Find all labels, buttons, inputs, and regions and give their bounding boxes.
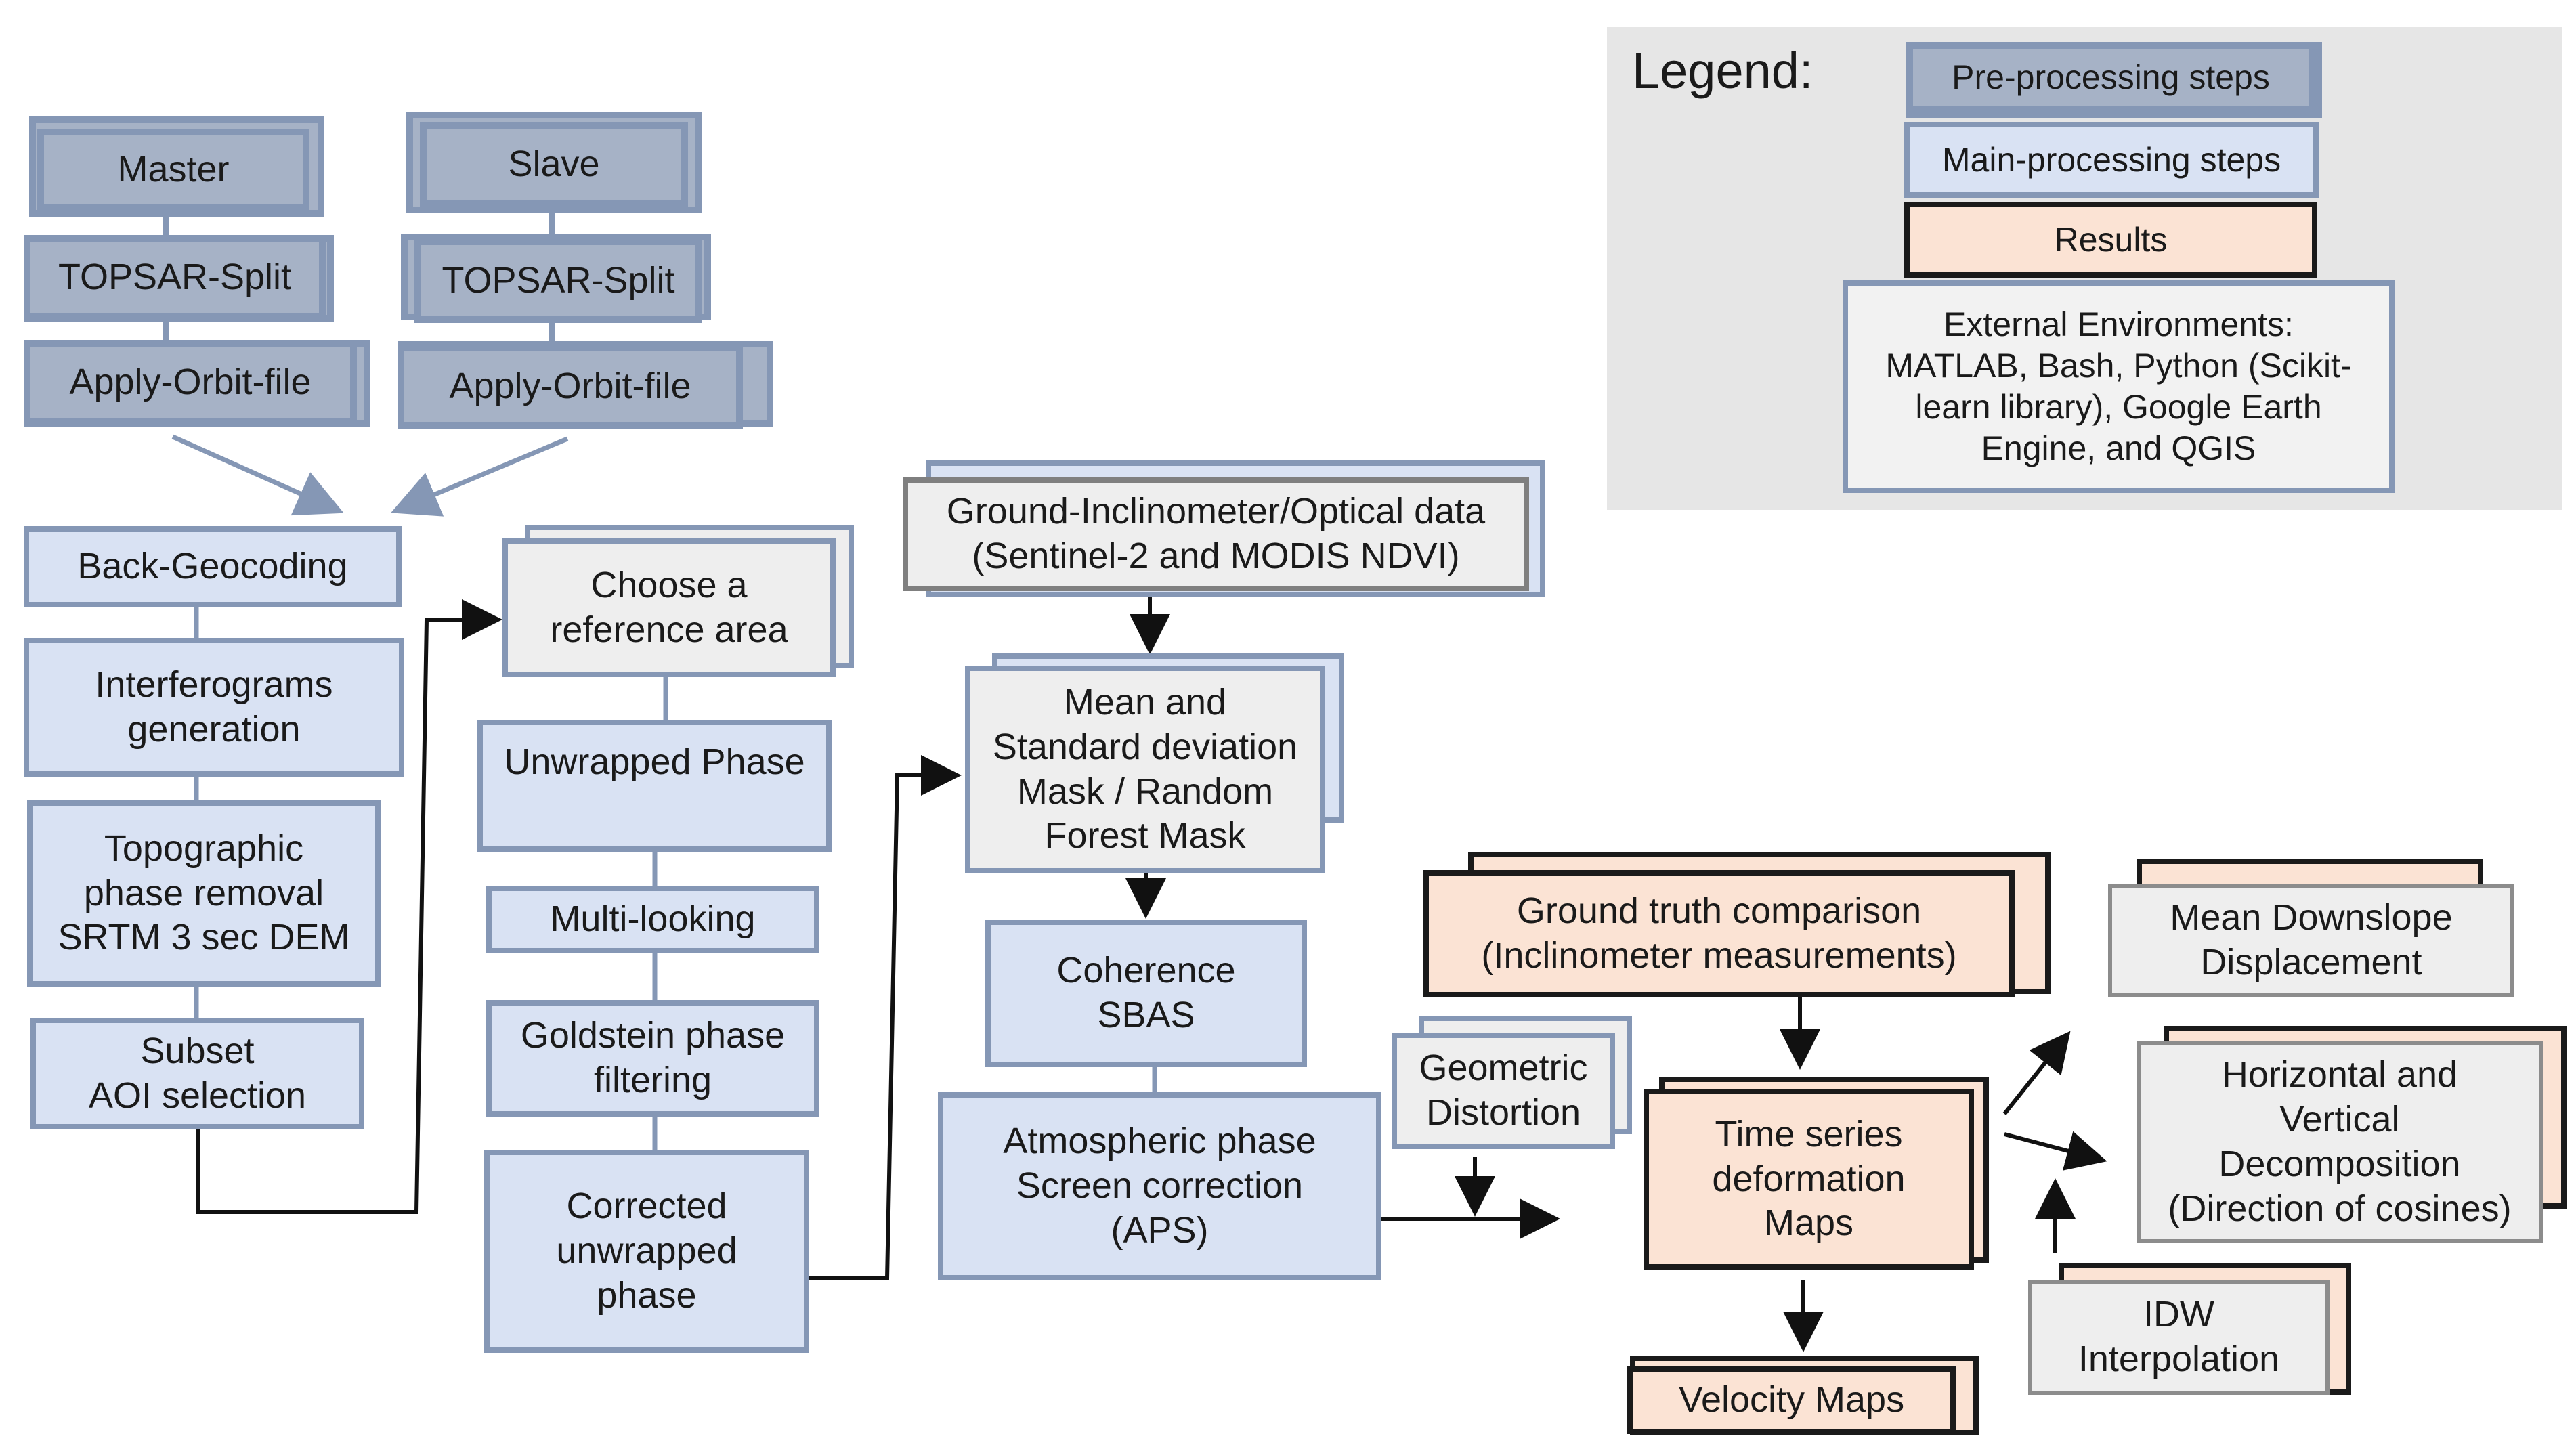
reference-area-box: Choose a reference area: [502, 538, 836, 677]
topsar-split-left-box: TOPSAR-Split: [24, 235, 326, 320]
multi-looking-box: Multi-looking: [486, 886, 819, 953]
idw-interpolation-box: IDW Interpolation: [2028, 1280, 2330, 1395]
legend-results-box: Results: [1904, 202, 2317, 278]
goldstein-box: Goldstein phase filtering: [486, 1000, 819, 1117]
apply-orbit-left-box: Apply-Orbit-file: [24, 340, 357, 425]
legend-main-box: Main-processing steps: [1904, 122, 2319, 198]
corrected-unwrapped-box: Corrected unwrapped phase: [484, 1150, 809, 1353]
legend-pre-box: Pre-processing steps: [1906, 42, 2315, 112]
velocity-maps-box: Velocity Maps: [1627, 1366, 1956, 1434]
topographic-phase-box: Topographic phase removal SRTM 3 sec DEM: [27, 800, 381, 987]
subset-aoi-box: Subset AOI selection: [30, 1018, 364, 1129]
decomposition-box: Horizontal and Vertical Decomposition (D…: [2137, 1041, 2543, 1243]
back-geocoding-box: Back-Geocoding: [24, 526, 402, 607]
time-series-box: Time series deformation Maps: [1644, 1089, 1974, 1270]
legend-title: Legend:: [1632, 43, 1813, 99]
atmospheric-phase-box: Atmospheric phase Screen correction (APS…: [938, 1092, 1381, 1280]
topsar-split-right-box: TOPSAR-Split: [414, 238, 702, 323]
mask-box: Mean and Standard deviation Mask / Rando…: [965, 666, 1325, 873]
ground-data-box: Ground-Inclinometer/Optical data (Sentin…: [903, 477, 1529, 591]
slave-box: Slave: [420, 122, 688, 207]
geometric-distortion-box: Geometric Distortion: [1392, 1033, 1615, 1149]
interferograms-box: Interferograms generation: [24, 638, 404, 777]
mean-downslope-box: Mean Downslope Displacement: [2108, 884, 2514, 997]
apply-orbit-right-box: Apply-Orbit-file: [398, 344, 743, 429]
unwrapped-phase-box: Unwrapped Phase: [477, 720, 832, 852]
legend-external-box: External Environments: MATLAB, Bash, Pyt…: [1843, 280, 2395, 493]
master-box: Master: [37, 129, 309, 211]
ground-truth-box: Ground truth comparison (Inclinometer me…: [1423, 870, 2015, 997]
coherence-sbas-box: Coherence SBAS: [985, 920, 1307, 1067]
